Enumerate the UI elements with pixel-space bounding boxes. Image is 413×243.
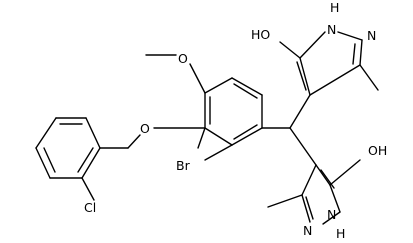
ether-oxygen-label: O	[140, 121, 150, 136]
methoxy-group	[145, 54, 206, 94]
central-benzene-ring	[204, 77, 263, 146]
nh-nitrogen-label-top: N	[327, 22, 336, 37]
nh-nitrogen-label-bottom: N	[327, 207, 336, 222]
upper-pyrazole-ring	[279, 31, 379, 96]
bromo-bond	[197, 127, 206, 149]
lower-pyrazole-ring	[267, 159, 361, 225]
bromine-label: Br	[176, 158, 191, 173]
ring-nitrogen-label-top: N	[367, 28, 376, 43]
benzyl-ether-linkage	[99, 127, 206, 149]
chlorine-label: Cl	[84, 200, 96, 215]
hydroxy-label-bottom: OH	[368, 143, 387, 158]
nh-hydrogen-label-bottom: H	[336, 226, 345, 241]
ring-nitrogen-label-bottom: N	[303, 223, 312, 238]
methine-bonds	[261, 94, 317, 166]
chlorophenyl-ring	[35, 117, 101, 201]
methoxy-oxygen-label: O	[178, 51, 188, 66]
nh-hydrogen-label-top: H	[330, 0, 339, 15]
hydroxy-label-top: HO	[251, 27, 270, 42]
bromo-bond-2	[204, 144, 233, 161]
